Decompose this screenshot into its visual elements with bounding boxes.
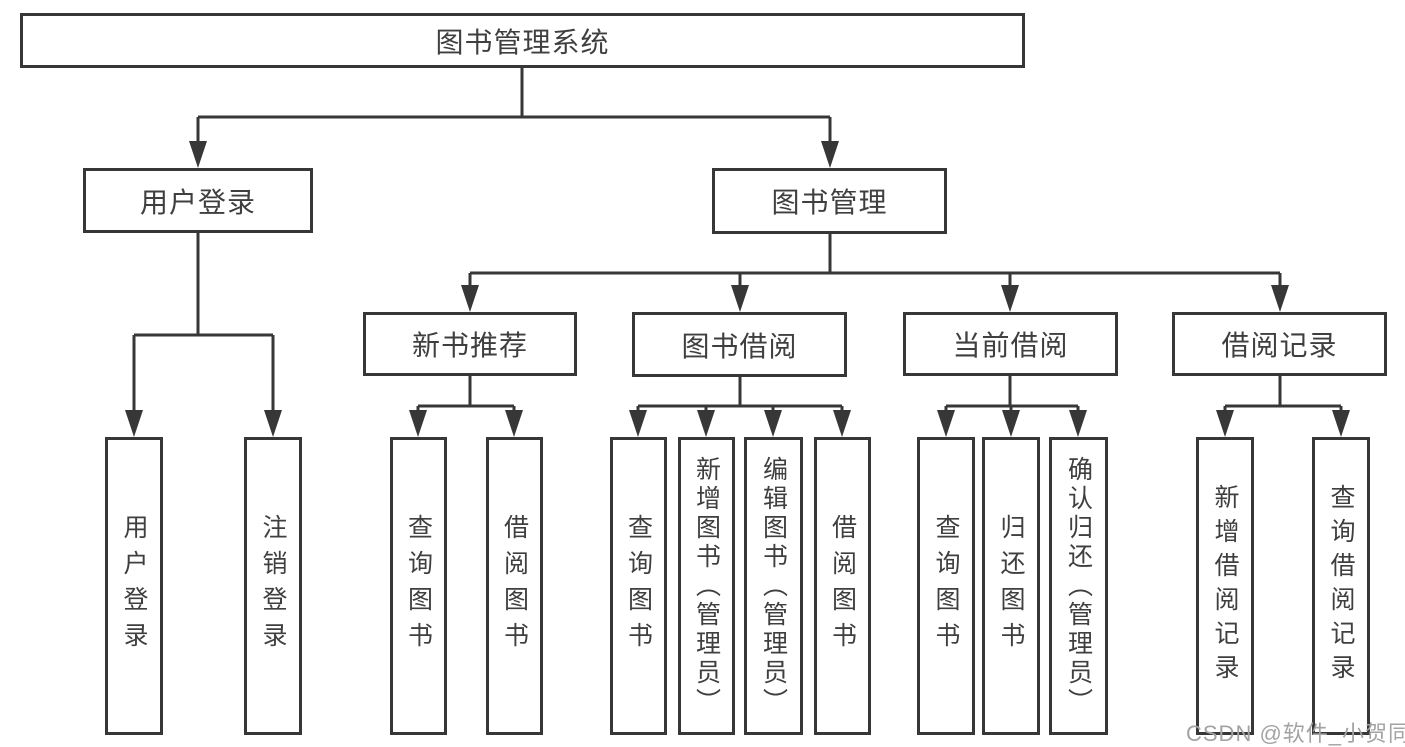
node-label: 图书管理系统 <box>435 26 610 58</box>
node-book-borrow: 图书借阅 <box>632 312 847 377</box>
leaf-label: 归还图书 <box>997 514 1025 658</box>
leaf-records-query-borrow-record: 查询借阅记录 <box>1312 437 1370 735</box>
leaf-label: 查询图书 <box>932 514 960 658</box>
node-label: 新书推荐 <box>411 330 528 361</box>
node-label: 图书管理 <box>771 187 888 218</box>
node-new-book-recommend: 新书推荐 <box>363 312 577 376</box>
node-label: 用户登录 <box>139 186 256 218</box>
leaf-label: 借阅图书 <box>500 514 529 658</box>
leaf-label: 新增借阅记录 <box>1211 484 1239 688</box>
leaf-label: 用户登录 <box>120 514 148 658</box>
leaf-label: 查询借阅记录 <box>1327 484 1355 688</box>
node-book-management: 图书管理 <box>712 168 947 234</box>
leaf-borrow-add-books-admin: 新增图书（管理员） <box>678 437 735 735</box>
node-label: 当前借阅 <box>952 330 1069 361</box>
node-borrow-records: 借阅记录 <box>1172 312 1387 376</box>
leaf-borrow-borrow-books: 借阅图书 <box>814 437 871 735</box>
node-library-management-system: 图书管理系统 <box>20 13 1025 68</box>
leaf-records-add-borrow-record: 新增借阅记录 <box>1196 437 1254 735</box>
leaf-current-return-books: 归还图书 <box>982 437 1040 735</box>
node-label: 图书借阅 <box>681 330 798 362</box>
leaf-newbook-query-books: 查询图书 <box>390 437 447 735</box>
node-label: 借阅记录 <box>1221 330 1338 361</box>
leaf-label: 编辑图书（管理员） <box>759 455 788 717</box>
watermark: CSDN @软件_小贺同学 <box>1186 721 1405 746</box>
node-current-borrow: 当前借阅 <box>903 312 1118 376</box>
node-user-login: 用户登录 <box>83 168 313 233</box>
leaf-label: 注销登录 <box>259 514 287 658</box>
leaf-label: 新增图书（管理员） <box>692 455 721 717</box>
leaf-newbook-borrow-books: 借阅图书 <box>486 437 543 735</box>
leaf-borrow-edit-books-admin: 编辑图书（管理员） <box>744 437 803 735</box>
leaf-user-login: 用户登录 <box>105 437 163 735</box>
leaf-label: 确认归还（管理员） <box>1064 455 1093 717</box>
leaf-current-query-books: 查询图书 <box>917 437 975 735</box>
leaf-label: 查询图书 <box>404 514 433 658</box>
leaf-current-confirm-return-admin: 确认归还（管理员） <box>1049 437 1108 735</box>
leaf-label: 查询图书 <box>624 514 653 658</box>
leaf-label: 借阅图书 <box>828 514 857 658</box>
leaf-logout: 注销登录 <box>244 437 302 735</box>
leaf-borrow-query-books: 查询图书 <box>610 437 667 735</box>
